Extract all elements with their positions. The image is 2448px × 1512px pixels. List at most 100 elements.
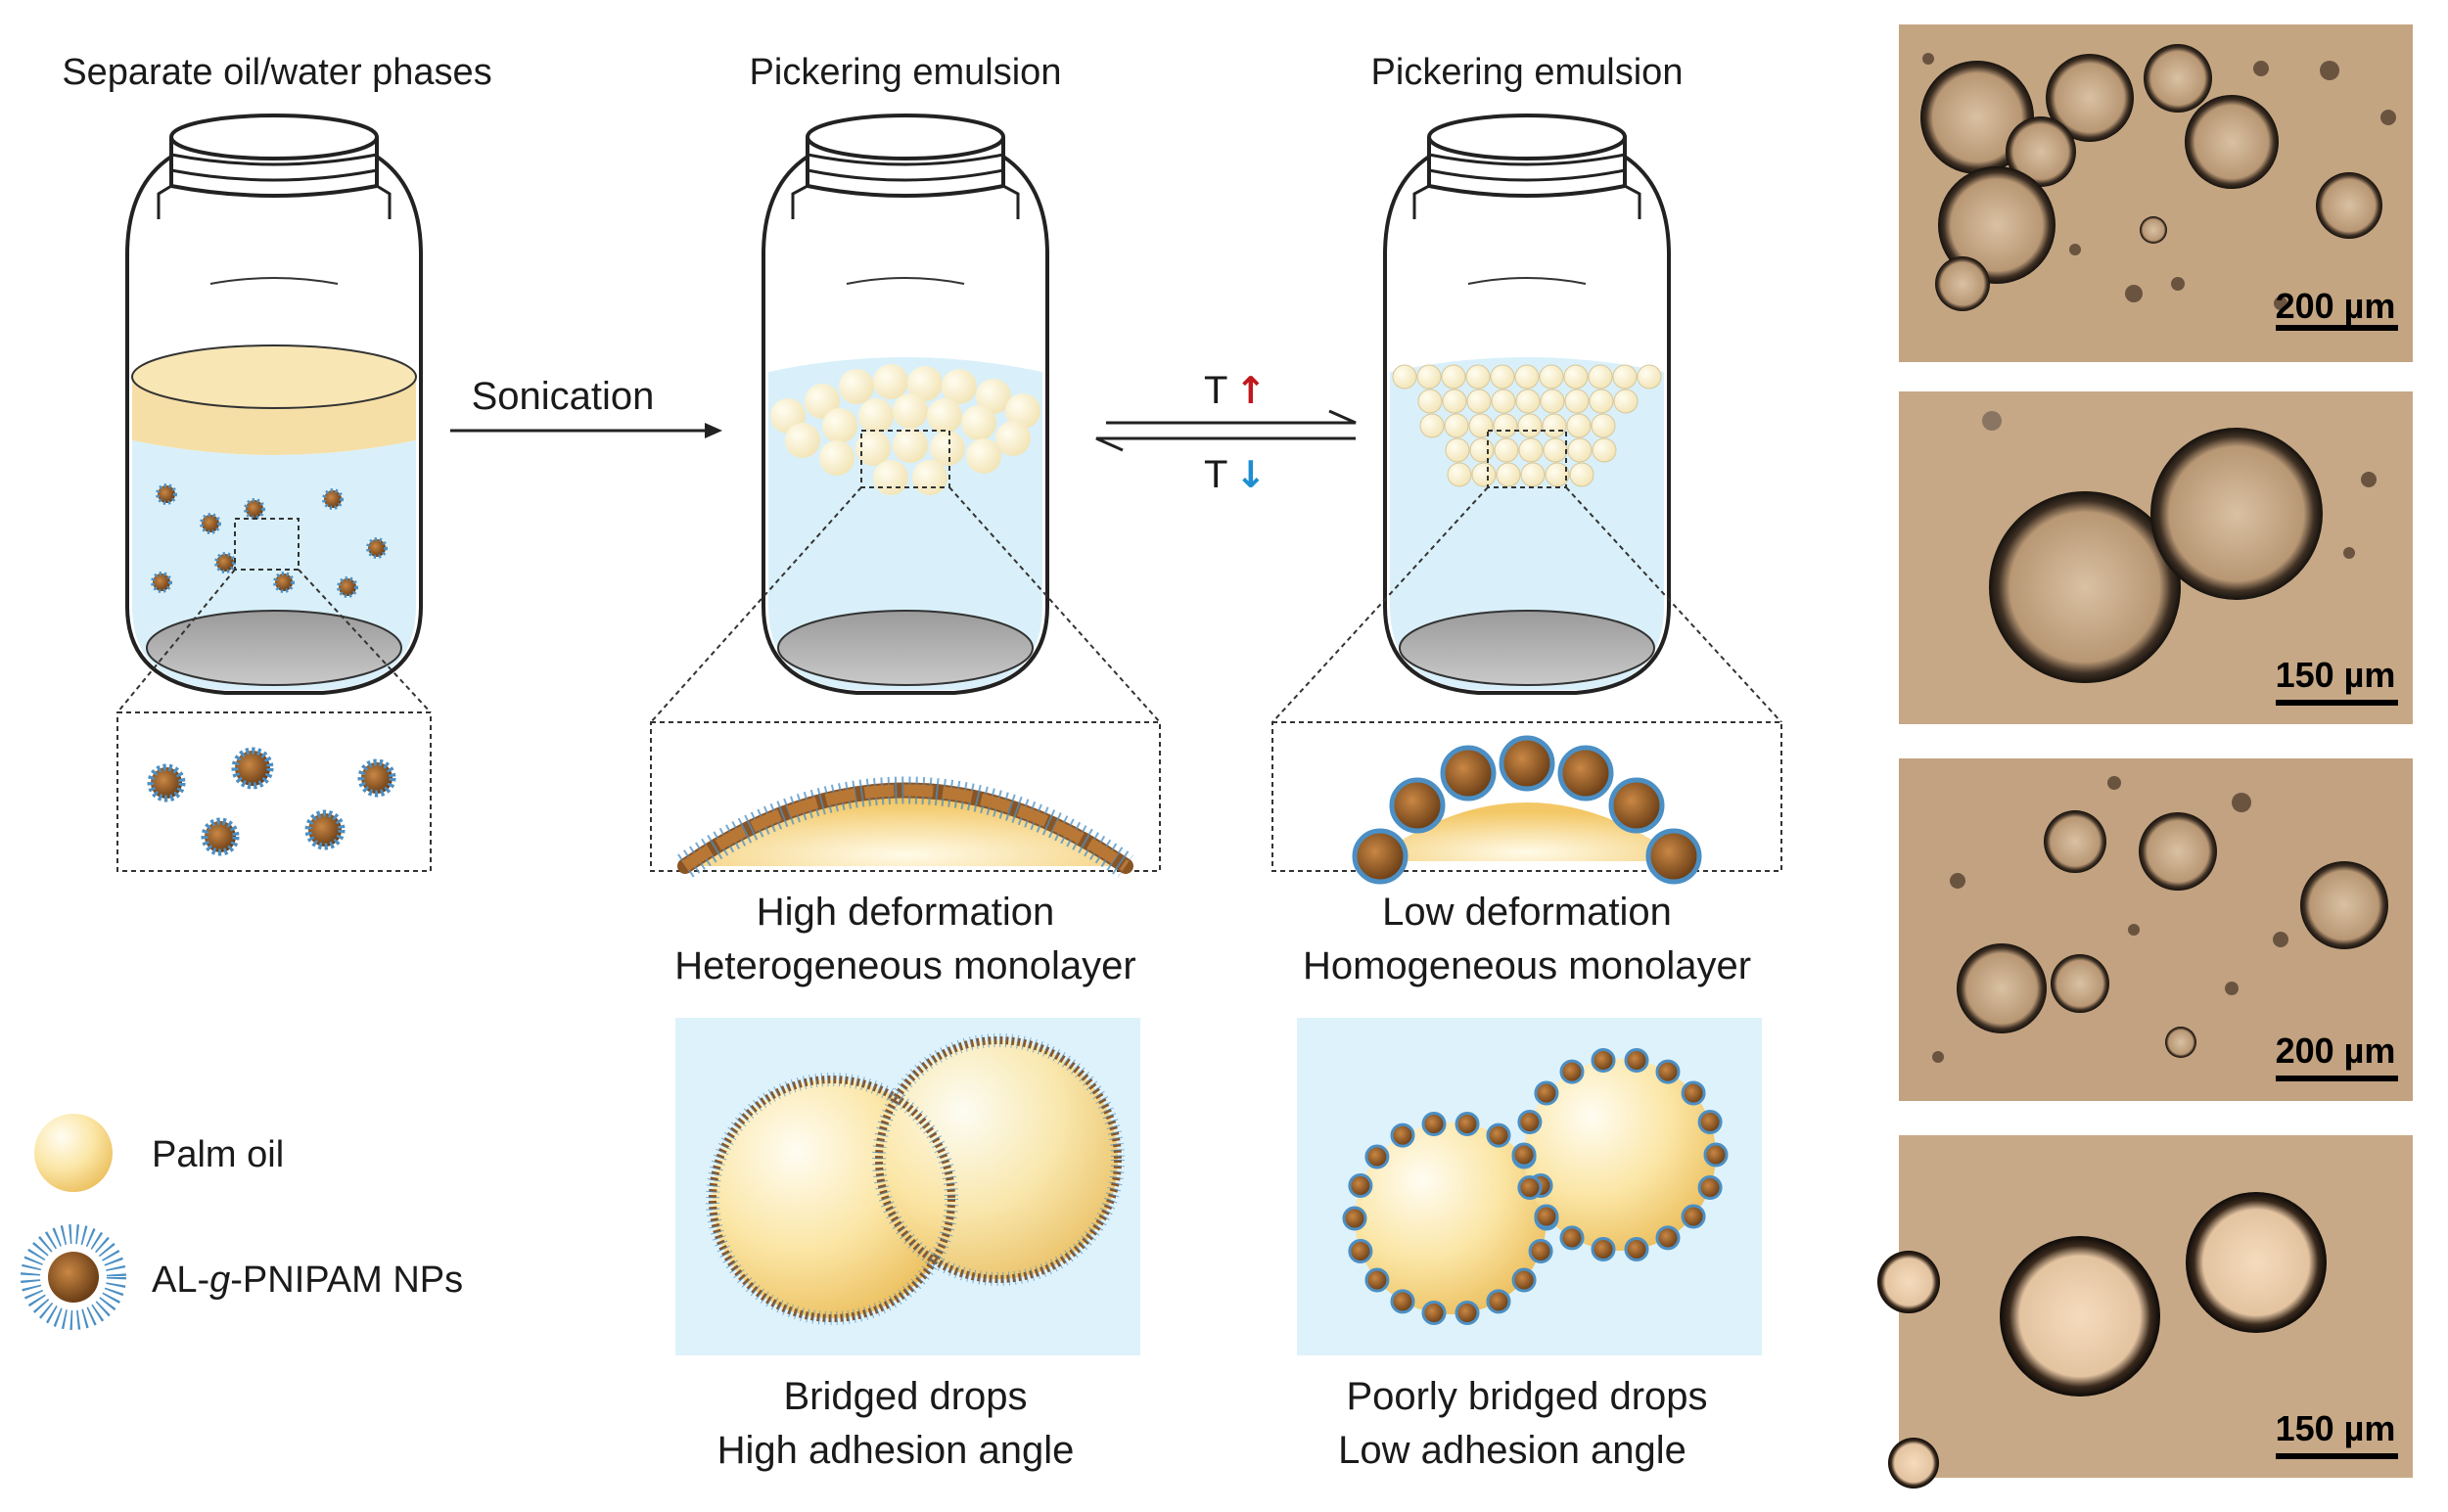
small-droplet <box>1466 389 1492 414</box>
small-droplet <box>1545 462 1570 487</box>
small-droplet <box>1542 413 1567 438</box>
drop-shell-nanoparticle <box>1511 1267 1537 1293</box>
drop-shell-nanoparticle <box>1559 1225 1585 1251</box>
drop-shell-nanoparticle <box>1591 1047 1616 1073</box>
small-droplet <box>1612 364 1638 389</box>
right-monolayer-label: Homogeneous monolayer <box>1303 944 1751 987</box>
small-droplet <box>1569 462 1594 487</box>
drop-shell-nanoparticles <box>1342 1047 1729 1326</box>
drop-shell-nanoparticle <box>1517 1109 1543 1134</box>
small-droplet <box>1496 462 1521 487</box>
drop-shell-nanoparticle <box>1655 1059 1681 1084</box>
small-droplet <box>1469 437 1495 463</box>
small-droplet <box>1444 413 1469 438</box>
small-droplet <box>1637 364 1662 389</box>
small-droplet <box>1493 413 1518 438</box>
small-droplet <box>1563 364 1589 389</box>
shell-nanoparticles <box>1352 735 1702 885</box>
drop-shell-nanoparticle <box>1342 1206 1367 1231</box>
scale-bar-3-label: 200 µm <box>2276 1031 2396 1071</box>
small-droplet <box>1445 437 1470 463</box>
drop-shell-nanoparticle <box>1528 1239 1553 1264</box>
palm-oil-legend-label: Palm oil <box>152 1134 284 1175</box>
scale-bar-4-label: 150 µm <box>2276 1408 2396 1448</box>
small-droplet <box>1539 364 1564 389</box>
drop-shell-nanoparticle <box>1591 1237 1616 1262</box>
small-droplet <box>1419 413 1445 438</box>
sonication-label: Sonication <box>472 375 655 418</box>
small-droplet <box>1520 462 1546 487</box>
drop-shell-nanoparticle <box>1517 1175 1543 1201</box>
drop-shell-nanoparticle <box>1455 1301 1480 1326</box>
jar-emulsion-high-deformation <box>650 114 1161 723</box>
jar-emulsion-low-deformation <box>1271 114 1782 723</box>
high-adhesion-label: High adhesion angle <box>717 1429 1075 1472</box>
small-droplet <box>1591 413 1616 438</box>
micrograph-1: 200 µm <box>1899 24 2413 362</box>
right-panel-title: Pickering emulsion <box>1371 52 1684 93</box>
small-droplet <box>1392 364 1417 389</box>
drop-shell-nanoparticle <box>1390 1123 1415 1148</box>
drop-shell-nanoparticle <box>1348 1172 1373 1198</box>
shell-nanoparticle <box>1440 745 1497 802</box>
drop-shell-nanoparticle <box>1421 1111 1447 1136</box>
drop-shell-nanoparticle <box>1421 1301 1447 1326</box>
low-adhesion-label: Low adhesion angle <box>1338 1429 1686 1472</box>
drop-shell-nanoparticle <box>1390 1289 1415 1314</box>
bridged-drops-panel <box>675 1018 1140 1355</box>
drop-shell-nanoparticle <box>1559 1059 1585 1084</box>
small-droplet <box>1417 389 1443 414</box>
shell-nanoparticle <box>1645 828 1702 885</box>
inset-dispersed-nps <box>116 711 432 872</box>
sonication-arrow: Sonication <box>450 375 722 438</box>
small-droplet <box>1518 437 1544 463</box>
drop-shell-nanoparticle <box>1486 1123 1511 1148</box>
small-droplet <box>1416 364 1442 389</box>
small-droplet <box>1468 413 1494 438</box>
small-droplet <box>1442 389 1467 414</box>
nanoparticle-legend-swatch <box>21 1224 126 1330</box>
temperature-switch-arrows: T ↑ T ↓ <box>1095 369 1357 496</box>
middle-panel-title: Pickering emulsion <box>750 52 1062 93</box>
drop-shell-nanoparticle <box>1697 1109 1723 1134</box>
shell-nanoparticle <box>1608 777 1665 834</box>
left-panel-title: Separate oil/water phases <box>62 52 491 93</box>
drop-shell-nanoparticle <box>1703 1142 1729 1168</box>
drop-shell-nanoparticle <box>1697 1175 1723 1201</box>
t-down-letter: T <box>1204 453 1227 496</box>
inset-homogeneous-monolayer <box>1271 721 1782 885</box>
micrograph-2: 150 µm <box>1899 391 2413 724</box>
scale-bar-2-label: 150 µm <box>2276 655 2396 695</box>
drop-shell-nanoparticle <box>1364 1267 1390 1293</box>
mid-monolayer-label: Heterogeneous monolayer <box>674 944 1135 987</box>
small-droplet <box>1564 389 1590 414</box>
micrograph-3: 200 µm <box>1899 758 2413 1101</box>
t-up-arrow-icon: ↑ <box>1235 369 1267 412</box>
small-droplet <box>1490 364 1515 389</box>
small-droplet <box>1514 364 1540 389</box>
nanoparticle-legend-label: AL-g-PNIPAM NPs <box>152 1260 463 1301</box>
drop-shell-nanoparticle <box>1348 1239 1373 1264</box>
shell-nanoparticle <box>1499 735 1555 792</box>
small-droplet <box>1588 364 1613 389</box>
drop-shell-nanoparticle <box>1655 1225 1681 1251</box>
small-droplet <box>1447 462 1472 487</box>
small-droplet <box>1471 462 1497 487</box>
small-droplet <box>1441 364 1466 389</box>
shell-nanoparticle <box>1557 745 1614 802</box>
small-droplet <box>1613 389 1639 414</box>
drop-shell-nanoparticle <box>1624 1047 1649 1073</box>
micrograph-4: 150 µm <box>1877 1135 2413 1489</box>
small-droplet <box>1567 437 1593 463</box>
drop-shell-nanoparticle <box>1681 1080 1706 1106</box>
drop-shell-nanoparticle <box>1534 1204 1559 1229</box>
small-droplet <box>1566 413 1592 438</box>
drop-shell-nanoparticle <box>1624 1237 1649 1262</box>
poorly-bridged-label: Poorly bridged drops <box>1346 1375 1707 1418</box>
mid-deformation-label: High deformation <box>757 891 1055 934</box>
palm-oil-legend-swatch <box>34 1114 113 1192</box>
jar-separate-phases <box>116 114 432 713</box>
dispersed-nanoparticles <box>151 483 388 598</box>
drop-shell-nanoparticle <box>1364 1144 1390 1169</box>
